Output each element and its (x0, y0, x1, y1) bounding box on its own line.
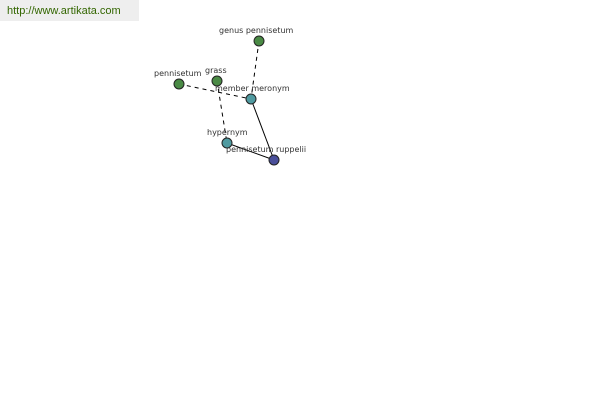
edges-layer (178, 40, 275, 161)
url-banner: http://www.artikata.com (0, 0, 139, 21)
node-pennisetum[interactable] (173, 78, 185, 90)
node-label-member-meronym: member meronym (215, 84, 290, 93)
node-label-grass: grass (205, 66, 227, 75)
node-grass[interactable] (211, 75, 223, 87)
edge-genus-pennisetum-to-member-meronym (250, 40, 260, 100)
node-label-pennisetum: pennisetum (154, 69, 202, 78)
node-label-hypernym: hypernym (207, 128, 248, 137)
site-url-link[interactable]: http://www.artikata.com (7, 5, 121, 17)
edge-hypernym-to-pennisetum-ruppelii (226, 142, 275, 161)
node-hypernym[interactable] (221, 137, 233, 149)
node-label-genus-pennisetum: genus pennisetum (219, 26, 294, 35)
nodes-layer (173, 35, 280, 166)
node-genus-pennisetum[interactable] (253, 35, 265, 47)
edge-member-meronym-to-pennisetum-ruppelii (250, 98, 275, 161)
node-member-meronym[interactable] (245, 93, 257, 105)
edge-grass-to-hypernym (216, 80, 228, 144)
node-label-pennisetum-ruppelii: pennisetum ruppelii (226, 145, 306, 154)
node-pennisetum-ruppelii[interactable] (268, 154, 280, 166)
